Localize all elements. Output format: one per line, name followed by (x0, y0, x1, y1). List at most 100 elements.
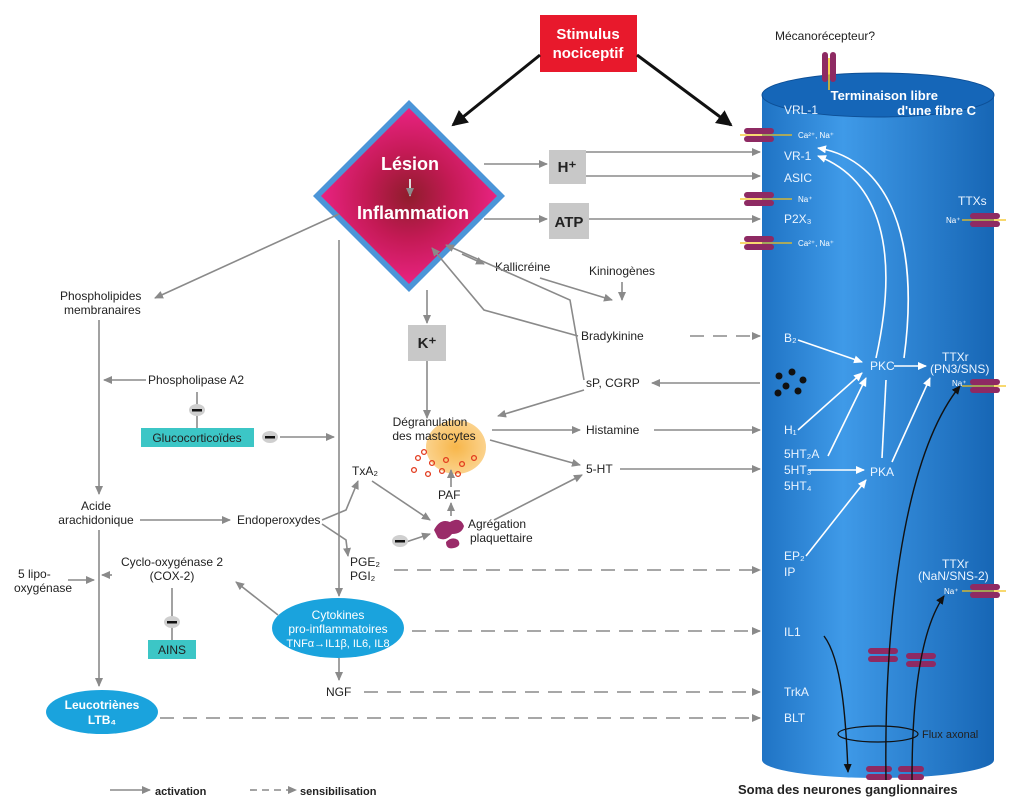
channel-p2x3 (740, 236, 792, 250)
5ht3-label: 5HT₃ (784, 463, 812, 477)
legend-sensibilisation-label: sensibilisation (300, 786, 377, 798)
spcgrp-to-mastocytes-arrow (497, 389, 585, 418)
soma-label: Soma des neurones ganglionnaires (738, 782, 958, 797)
sp-cgrp-granules (774, 368, 807, 397)
na-ttxr1-label: Na⁺ (952, 379, 966, 388)
kplus-label: K⁺ (418, 335, 437, 352)
acide-label-2: arachidonique (58, 513, 134, 527)
ains-inhibition-minus (164, 588, 180, 640)
histamine-label: Histamine (586, 423, 640, 437)
hplus-label: H⁺ (558, 159, 577, 176)
channel-axon-1 (868, 648, 898, 662)
na-label-1: Na⁺ (798, 195, 812, 204)
blt-label: BLT (784, 711, 806, 725)
channel-vrl1 (740, 128, 792, 142)
pg-inhibits-platelets (405, 532, 431, 543)
h1-label: H₁ (784, 423, 797, 437)
pge2-label: PGE₂ (350, 555, 380, 569)
p2x3-label: P2X₃ (784, 212, 812, 226)
mecanorecepteur-label: Mécanorécepteur? (775, 29, 875, 43)
ip-label: IP (784, 565, 795, 579)
cox-label-2: (COX-2) (150, 569, 195, 583)
agregation-label-1: Agrégation (468, 517, 526, 531)
lipo-label-2: oxygénase (14, 581, 72, 595)
txa2-label: TxA₂ (352, 464, 378, 478)
channel-ttxr1 (962, 379, 1006, 393)
kallicreine-label: Kallicréine (495, 260, 551, 274)
lesion-to-phospholipides-arrow (154, 213, 340, 299)
cytokines-label-3: TNFα→IL1β, IL6, IL8 (286, 638, 389, 650)
pla2-inhibition-minus (189, 392, 205, 428)
cytokines-label-1: Cytokines (312, 608, 365, 622)
cytokines-ellipse (272, 598, 404, 658)
stimulus-box: Stimulus nociceptif (540, 15, 637, 72)
pgi2-label: PGI₂ (350, 569, 376, 583)
ttxr1-label-b: (PN3/SNS) (930, 362, 989, 376)
trka-label: TrkA (784, 685, 809, 699)
ttxr2-label-b: (NaN/SNS-2) (918, 569, 989, 583)
ngf-label: NGF (326, 685, 351, 699)
cox-label-1: Cyclo-oxygénase 2 (121, 555, 223, 569)
mecanoreceptor-channel (822, 52, 836, 90)
lesion-to-kallicreine-arrow (461, 253, 485, 265)
vrl1-label: VRL-1 (784, 103, 818, 117)
kplus-box (408, 325, 446, 361)
legend-activation-label: activation (155, 786, 207, 798)
channel-ttxr2 (962, 584, 1006, 598)
stimulus-to-lesion-arrow (451, 53, 541, 127)
paf-label: PAF (438, 488, 460, 502)
atp-label: ATP (555, 214, 584, 231)
fiber-label-1: Terminaison libre (831, 88, 938, 103)
stimulus-line2: nociceptif (553, 45, 625, 62)
acide-label-1: Acide (81, 499, 111, 513)
asic-label: ASIC (784, 171, 812, 185)
sp-cgrp-label: sP, CGRP (586, 376, 640, 390)
leucotrienes-ellipse (46, 690, 158, 734)
b2-label: B₂ (784, 331, 797, 345)
mastocyte-granules (410, 420, 486, 478)
lesion-label: Lésion (381, 154, 439, 174)
stimulus-to-fiber-arrow (636, 53, 733, 127)
txa2-to-platelets-arrow (371, 480, 431, 521)
lipo-label-1: 5 lipo- (18, 567, 51, 581)
vr1-label: VR-1 (784, 149, 812, 163)
5ht4-label: 5HT₄ (784, 479, 812, 493)
ep2-label: EP₂ (784, 549, 805, 563)
phospholipase-label: Phospholipase A2 (148, 373, 244, 387)
channel-ttxs (962, 213, 1006, 227)
fiber-label-2: d'une fibre C (897, 103, 977, 118)
bradykinine-to-lesion-arrow (431, 247, 579, 337)
agregation-label-2: plaquettaire (470, 531, 533, 545)
intracellular-arrows (797, 145, 931, 557)
phospholipides-label-2: membranaires (64, 303, 141, 317)
degranulation-label-1: Dégranulation (393, 415, 468, 429)
pg-inhibition-minus (392, 535, 408, 547)
ttxr2-label-a: TTXr (942, 557, 969, 571)
axonal-transport-arrows (823, 385, 961, 781)
5ht-label: 5-HT (586, 462, 613, 476)
5ht2a-label: 5HT₂A (784, 447, 819, 461)
ttxs-label: TTXs (958, 194, 987, 208)
kininogenes-label: Kininogènes (589, 264, 655, 278)
na-ttxr2-label: Na⁺ (944, 587, 958, 596)
ca-na-label-2: Ca²⁺, Na⁺ (798, 239, 834, 248)
ains-box (148, 640, 196, 659)
cytokines-label-2: pro-inflammatoires (288, 622, 387, 636)
flux-axonal-label: Flux axonal (922, 729, 978, 741)
inflammation-label: Inflammation (357, 203, 469, 223)
bradykinine-label: Bradykinine (581, 329, 644, 343)
il1-label: IL1 (784, 625, 801, 639)
gluco-inhibition-minus (262, 431, 278, 443)
channel-soma-2 (898, 766, 924, 780)
spcgrp-to-lesion-arrow (445, 244, 585, 381)
na-ttxs-label: Na⁺ (946, 216, 960, 225)
pkc-label: PKC (870, 359, 895, 373)
ains-label: AINS (158, 643, 186, 657)
endoperoxydes-to-pge2-arrow (321, 523, 351, 557)
cytokines-to-cox2-arrow (235, 581, 279, 616)
mastocytes-to-5ht-arrow (489, 439, 581, 467)
phospholipides-label-1: Phospholipides (60, 289, 141, 303)
glucocorticoides-label: Glucocorticoïdes (152, 431, 241, 445)
hplus-box (549, 150, 586, 184)
